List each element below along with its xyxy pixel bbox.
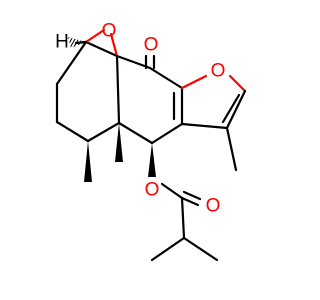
atom-label-hydrogen: H — [55, 32, 69, 53]
stereo-wedge-bond-ester — [148, 143, 156, 177]
bond-ester-o-carbonyl-c — [160, 182, 184, 200]
bond-c1-c2 — [55, 40, 88, 86]
bond-h-c1 — [74, 40, 88, 45]
bond-furan-c2-c3 — [225, 89, 247, 130]
bond-c9a-c9 — [115, 54, 152, 70]
bond-c4b-c5 — [150, 122, 184, 145]
bond-epoxide-c1-c9a — [84, 40, 119, 58]
bond-isopropyl-left — [150, 236, 186, 262]
bond-furan-o-c2 — [228, 74, 247, 93]
bond-furan-c2-c3-double — [221, 93, 241, 124]
bond-ester-carbonyl-c-ch — [180, 196, 186, 240]
molecule-diagram: H O O O O O — [55, 21, 247, 262]
atom-label-epoxide-oxygen: O — [102, 21, 117, 42]
atom-label-ketone-oxygen: O — [144, 35, 159, 56]
bond-epoxide-o-c9a — [109, 32, 119, 58]
bond-c3-c4 — [55, 120, 90, 143]
atom-label-furan-oxygen: O — [211, 61, 226, 82]
bond-epoxide-c1-o — [84, 28, 106, 44]
bond-furan-c3-c4b — [180, 122, 229, 130]
atom-label-ester-oxygen: O — [145, 180, 160, 201]
bond-c4-c4a — [86, 121, 121, 143]
bond-furan-c3-methyl — [225, 126, 238, 172]
bond-c9-c8a — [148, 66, 184, 90]
stereo-wedge-bond-methyl-c4a — [115, 123, 123, 162]
bond-ester-carbonyl-c-o-double-1 — [180, 196, 200, 207]
structure-canvas: H O O O O O — [55, 20, 247, 262]
bond-c4a-c9a — [115, 54, 121, 125]
bond-ester-carbonyl-c-o-double-2 — [182, 190, 202, 201]
atom-label-carbonyl-oxygen: O — [206, 196, 221, 217]
stereo-wedge-bond-methyl-c4 — [84, 141, 92, 182]
bond-c5-c4a — [117, 121, 154, 145]
bond-isopropyl-right — [182, 236, 219, 262]
bond-furan-c8a-o — [180, 74, 208, 90]
